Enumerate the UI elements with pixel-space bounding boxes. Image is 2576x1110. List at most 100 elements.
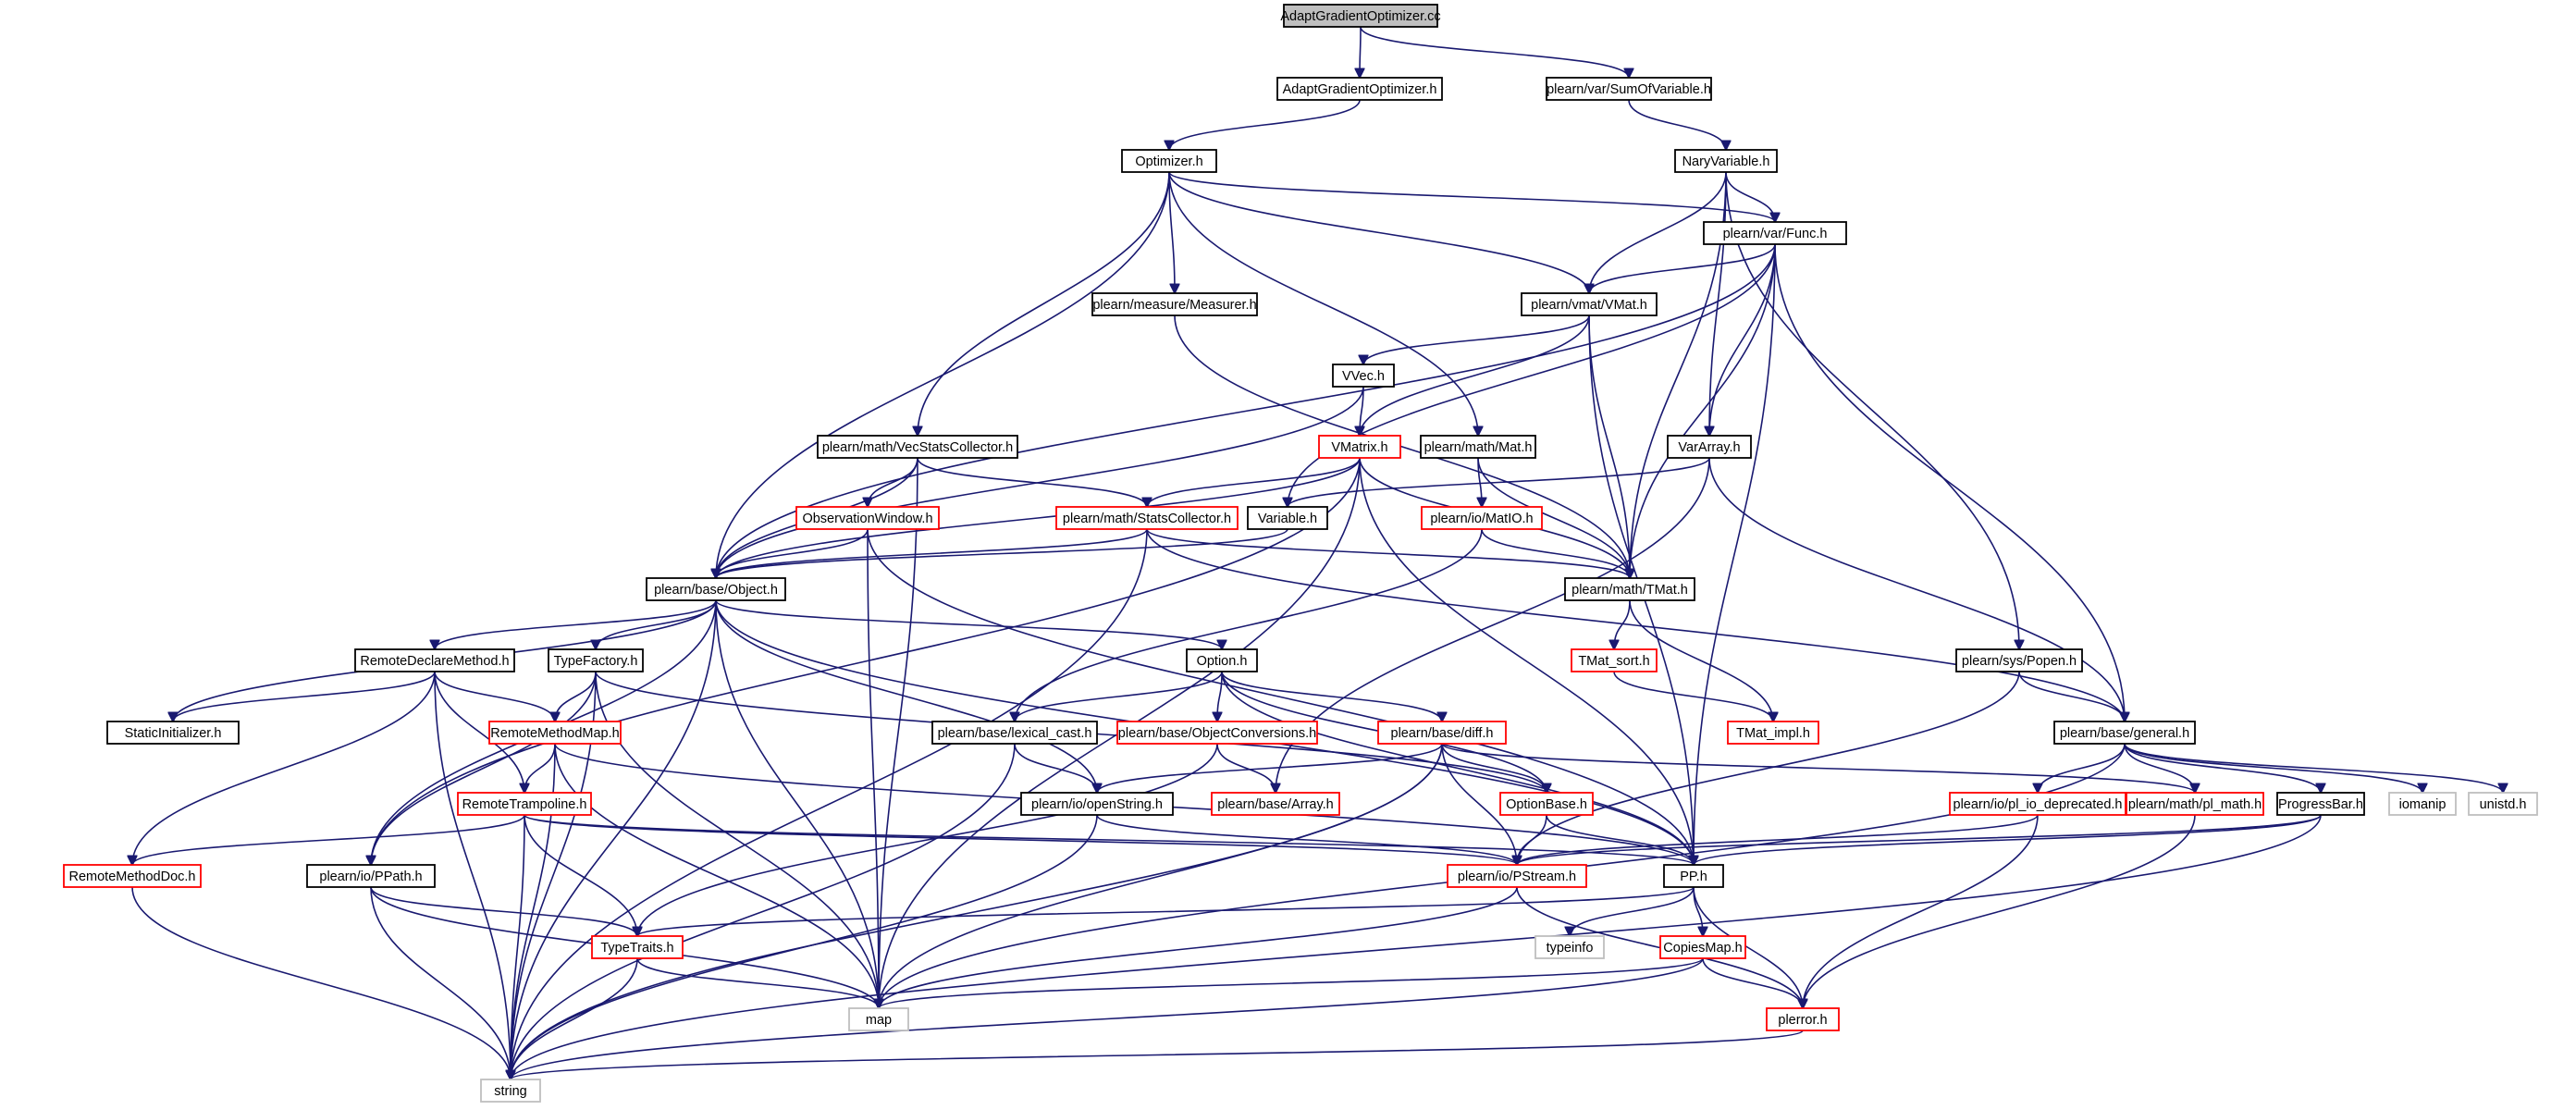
node-vvec[interactable]: VVec.h: [1332, 364, 1395, 388]
node-label-pstream: plearn/io/PStream.h: [1458, 870, 1576, 884]
edge-statscol-to-object: [716, 528, 1148, 578]
node-box-object: [646, 577, 786, 601]
node-openstring[interactable]: plearn/io/openString.h: [1020, 792, 1174, 816]
node-label-remmethdoc: RemoteMethodDoc.h: [68, 870, 195, 884]
node-pstream[interactable]: plearn/io/PStream.h: [1447, 864, 1587, 888]
edge-openstring-to-string: [511, 814, 1098, 1079]
node-lexcast[interactable]: plearn/base/lexical_cast.h: [931, 721, 1098, 745]
edge-objconv-to-array: [1216, 743, 1276, 793]
node-box-root: [1283, 4, 1438, 28]
node-box-optimizer: [1121, 149, 1217, 173]
node-sumvar[interactable]: plearn/var/SumOfVariable.h: [1546, 77, 1712, 101]
edge-remtramp-to-remmethdoc: [132, 814, 525, 865]
node-tmat[interactable]: plearn/math/TMat.h: [1564, 577, 1695, 601]
node-box-typeinfo: [1535, 935, 1605, 959]
node-box-copiesmap: [1659, 935, 1746, 959]
node-remdecl[interactable]: RemoteDeclareMethod.h: [354, 648, 515, 672]
node-matio[interactable]: plearn/io/MatIO.h: [1421, 506, 1543, 530]
node-plmath[interactable]: plearn/math/pl_math.h: [2126, 792, 2264, 816]
edge-pliodep-to-plerror: [1803, 814, 2039, 1008]
node-label-popen: plearn/sys/Popen.h: [1962, 654, 2077, 669]
node-pp[interactable]: PP.h: [1663, 864, 1724, 888]
edge-root-to-sumvar: [1360, 26, 1629, 78]
node-box-matio: [1421, 506, 1543, 530]
node-progressbar[interactable]: ProgressBar.h: [2276, 792, 2365, 816]
node-label-iomanip: iomanip: [2399, 797, 2447, 812]
node-vmatrix[interactable]: VMatrix.h: [1318, 435, 1401, 459]
node-naryvar[interactable]: NaryVariable.h: [1674, 149, 1778, 173]
node-label-func: plearn/var/Func.h: [1723, 227, 1828, 241]
node-remmethmap[interactable]: RemoteMethodMap.h: [488, 721, 622, 745]
edge-copiesmap-to-string: [511, 957, 1704, 1079]
node-object[interactable]: plearn/base/Object.h: [646, 577, 786, 601]
node-tmatsort[interactable]: TMat_sort.h: [1571, 648, 1658, 672]
node-label-statscol: plearn/math/StatsCollector.h: [1063, 512, 1231, 526]
edge-matio-to-lexcast: [1015, 528, 1483, 722]
node-func[interactable]: plearn/var/Func.h: [1703, 221, 1847, 245]
edge-remtramp-to-string: [511, 814, 525, 1079]
node-typefactory[interactable]: TypeFactory.h: [548, 648, 644, 672]
node-optimizer[interactable]: Optimizer.h: [1121, 149, 1217, 173]
node-staticinit[interactable]: StaticInitializer.h: [106, 721, 240, 745]
node-remtramp[interactable]: RemoteTrampoline.h: [457, 792, 592, 816]
node-label-optimizer: Optimizer.h: [1135, 154, 1202, 169]
node-box-plerror: [1766, 1007, 1840, 1031]
node-plerror[interactable]: plerror.h: [1766, 1007, 1840, 1031]
edge-diff-to-openstring: [1097, 743, 1443, 793]
node-variable[interactable]: Variable.h: [1247, 506, 1328, 530]
node-tmatimpl[interactable]: TMat_impl.h: [1727, 721, 1819, 745]
edge-remdecl-to-string: [434, 671, 511, 1079]
node-label-mat: plearn/math/Mat.h: [1424, 440, 1533, 455]
node-box-popen: [1955, 648, 2083, 672]
node-popen[interactable]: plearn/sys/Popen.h: [1955, 648, 2083, 672]
node-pliodep[interactable]: plearn/io/pl_io_deprecated.h: [1949, 792, 2126, 816]
node-root[interactable]: AdaptGradientOptimizer.cc: [1280, 4, 1441, 28]
node-typetraits[interactable]: TypeTraits.h: [591, 935, 684, 959]
node-agoh[interactable]: AdaptGradientOptimizer.h: [1276, 77, 1443, 101]
node-mat[interactable]: plearn/math/Mat.h: [1420, 435, 1536, 459]
node-label-object: plearn/base/Object.h: [654, 583, 778, 598]
node-vecstats[interactable]: plearn/math/VecStatsCollector.h: [817, 435, 1018, 459]
node-optionbase[interactable]: OptionBase.h: [1499, 792, 1594, 816]
edge-diff-to-optionbase: [1441, 743, 1547, 793]
node-vararray[interactable]: VarArray.h: [1667, 435, 1752, 459]
edge-remtramp-to-typetraits: [524, 814, 637, 936]
node-remmethdoc[interactable]: RemoteMethodDoc.h: [63, 864, 202, 888]
edge-option-to-objconv: [1217, 671, 1223, 722]
edge-ppath-to-typetraits: [370, 886, 637, 936]
edge-func-to-vararray: [1709, 243, 1776, 436]
node-array[interactable]: plearn/base/Array.h: [1211, 792, 1340, 816]
node-box-vararray: [1667, 435, 1752, 459]
node-label-tmatimpl: TMat_impl.h: [1736, 726, 1810, 741]
node-box-ppath: [306, 864, 436, 888]
node-diff[interactable]: plearn/base/diff.h: [1377, 721, 1507, 745]
edge-plmath-to-plerror: [1803, 814, 2196, 1008]
edge-vmat-to-vvec: [1363, 314, 1590, 364]
node-statscol[interactable]: plearn/math/StatsCollector.h: [1055, 506, 1239, 530]
node-box-diff: [1377, 721, 1507, 745]
node-box-pliodep: [1949, 792, 2126, 816]
node-measurer[interactable]: plearn/measure/Measurer.h: [1091, 292, 1258, 316]
node-objconv[interactable]: plearn/base/ObjectConversions.h: [1116, 721, 1318, 745]
node-option[interactable]: Option.h: [1186, 648, 1258, 672]
node-box-array: [1211, 792, 1340, 816]
node-vmat[interactable]: plearn/vmat/VMat.h: [1521, 292, 1658, 316]
node-general[interactable]: plearn/base/general.h: [2053, 721, 2196, 745]
node-ppath[interactable]: plearn/io/PPath.h: [306, 864, 436, 888]
edge-vmatrix-to-pp: [1359, 457, 1694, 865]
node-label-unistd: unistd.h: [2480, 797, 2527, 812]
node-label-agoh: AdaptGradientOptimizer.h: [1283, 82, 1437, 97]
edge-optimizer-to-measurer: [1168, 171, 1175, 293]
node-box-mat: [1420, 435, 1536, 459]
node-label-general: plearn/base/general.h: [2060, 726, 2189, 741]
node-obswin[interactable]: ObservationWindow.h: [795, 506, 940, 530]
edge-progressbar-to-string: [511, 814, 2322, 1079]
edge-statscol-to-general: [1146, 528, 2125, 722]
node-label-vmat: plearn/vmat/VMat.h: [1531, 298, 1647, 313]
node-copiesmap[interactable]: CopiesMap.h: [1659, 935, 1746, 959]
edge-optimizer-to-object: [716, 171, 1170, 578]
edge-remmethmap-to-remtramp: [524, 743, 556, 793]
edge-remtramp-to-pstream: [524, 814, 1517, 865]
edge-naryvar-to-vararray: [1709, 171, 1727, 436]
node-label-typeinfo: typeinfo: [1547, 941, 1594, 956]
